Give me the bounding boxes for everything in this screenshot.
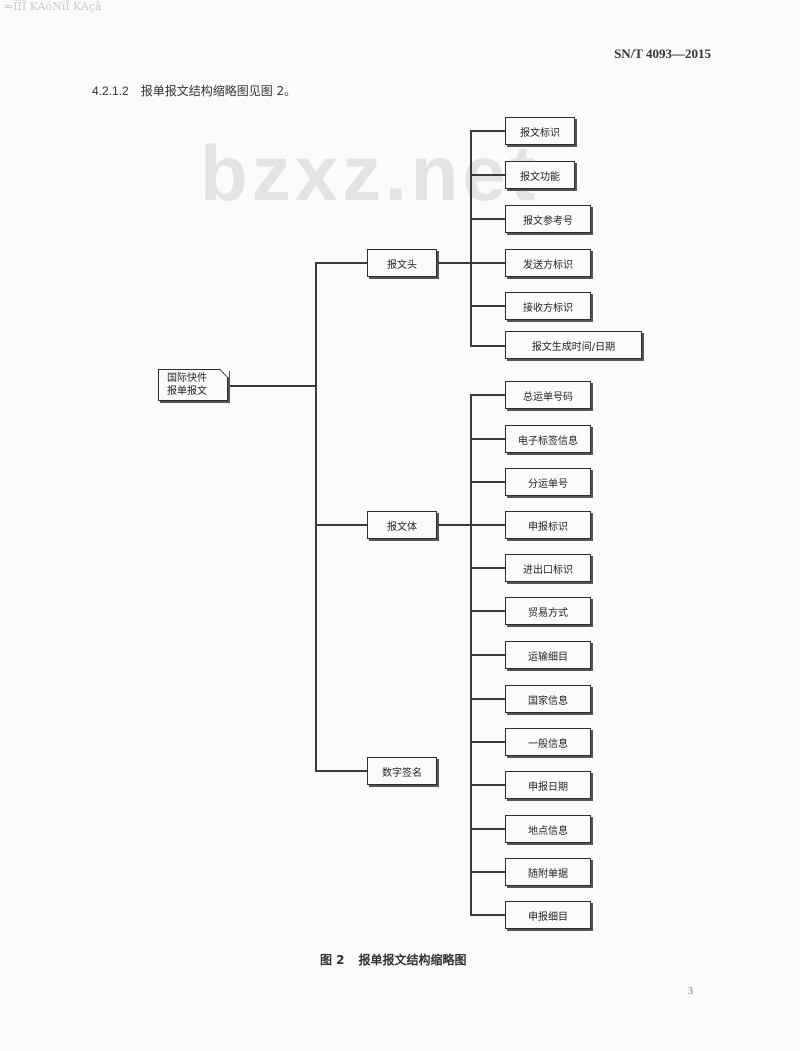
child-box-country-info: 国家信息 xyxy=(505,685,591,713)
child-box-message-function: 报文功能 xyxy=(505,161,575,189)
child-box-trade-mode: 贸易方式 xyxy=(505,597,591,625)
child-box-import-export-flag: 进出口标识 xyxy=(505,554,591,582)
child-box-declaration-flag: 申报标识 xyxy=(505,511,591,539)
child-box-master-waybill: 总运单号码 xyxy=(505,381,591,409)
figure-title: 报单报文结构缩略图 xyxy=(358,953,467,967)
standard-code: SN/T 4093—2015 xyxy=(614,46,711,61)
root-node-document: 国际快件 报单报文 xyxy=(158,368,229,401)
figure-number: 图 2 xyxy=(320,953,345,967)
clause-paragraph: 4.2.1.2 报单报文结构缩略图见图 2。 xyxy=(92,82,296,99)
child-connector xyxy=(470,481,506,483)
watermark: bzxz.net xyxy=(200,129,540,217)
child-connector xyxy=(470,130,506,132)
child-connector xyxy=(470,567,506,569)
root-label-line1: 国际快件 xyxy=(167,373,207,384)
child-box-generation-datetime: 报文生成时间/日期 xyxy=(505,331,642,359)
scan-header-text: =ÏÏÏ KAóNïÏ KAçâ xyxy=(4,0,102,13)
root-connector xyxy=(229,385,316,387)
child-connector xyxy=(470,438,506,440)
child-box-location-info: 地点信息 xyxy=(505,815,591,843)
trunk-to-signature-line xyxy=(315,770,368,772)
trunk-to-body-line xyxy=(315,524,368,526)
child-connector xyxy=(470,914,506,916)
child-box-sender-id: 发送方标识 xyxy=(505,249,591,277)
child-connector xyxy=(470,741,506,743)
child-connector xyxy=(470,698,506,700)
page-number: 3 xyxy=(688,986,693,997)
child-box-transport-details: 运输细目 xyxy=(505,641,591,669)
child-connector xyxy=(470,394,506,396)
child-box-house-waybill: 分运单号 xyxy=(505,468,591,496)
header-branch-trunk xyxy=(470,130,472,346)
clause-text: 报单报文结构缩略图见图 2。 xyxy=(140,84,297,98)
header-branch-connector xyxy=(438,262,471,264)
child-connector xyxy=(470,305,506,307)
child-connector xyxy=(470,828,506,830)
child-connector xyxy=(470,871,506,873)
trunk-to-header-line xyxy=(315,262,368,264)
child-box-electronic-tag: 电子标签信息 xyxy=(505,425,591,453)
child-connector xyxy=(470,610,506,612)
child-box-declaration-date: 申报日期 xyxy=(505,771,591,799)
figure-caption: 图 2 报单报文结构缩略图 xyxy=(320,951,467,968)
child-box-attached-documents: 随附单据 xyxy=(505,858,591,886)
child-connector xyxy=(470,654,506,656)
child-connector xyxy=(470,174,506,176)
body-branch-connector xyxy=(438,524,471,526)
child-connector xyxy=(470,524,506,526)
branch-box-message-body: 报文体 xyxy=(367,511,437,539)
root-label-line2: 报单报文 xyxy=(167,386,207,397)
child-connector xyxy=(470,784,506,786)
child-connector xyxy=(470,262,506,264)
child-box-general-info: 一般信息 xyxy=(505,728,591,756)
child-box-declaration-details: 申报细目 xyxy=(505,901,591,929)
main-trunk-line xyxy=(315,262,317,771)
folded-corner-icon xyxy=(219,368,229,378)
child-box-message-reference: 报文参考号 xyxy=(505,205,591,233)
child-box-message-id: 报文标识 xyxy=(505,117,575,145)
child-connector xyxy=(470,345,506,347)
branch-box-digital-signature: 数字签名 xyxy=(367,757,437,785)
child-box-receiver-id: 接收方标识 xyxy=(505,292,591,320)
branch-box-message-header: 报文头 xyxy=(367,249,437,277)
child-connector xyxy=(470,218,506,220)
clause-number: 4.2.1.2 xyxy=(92,84,129,98)
